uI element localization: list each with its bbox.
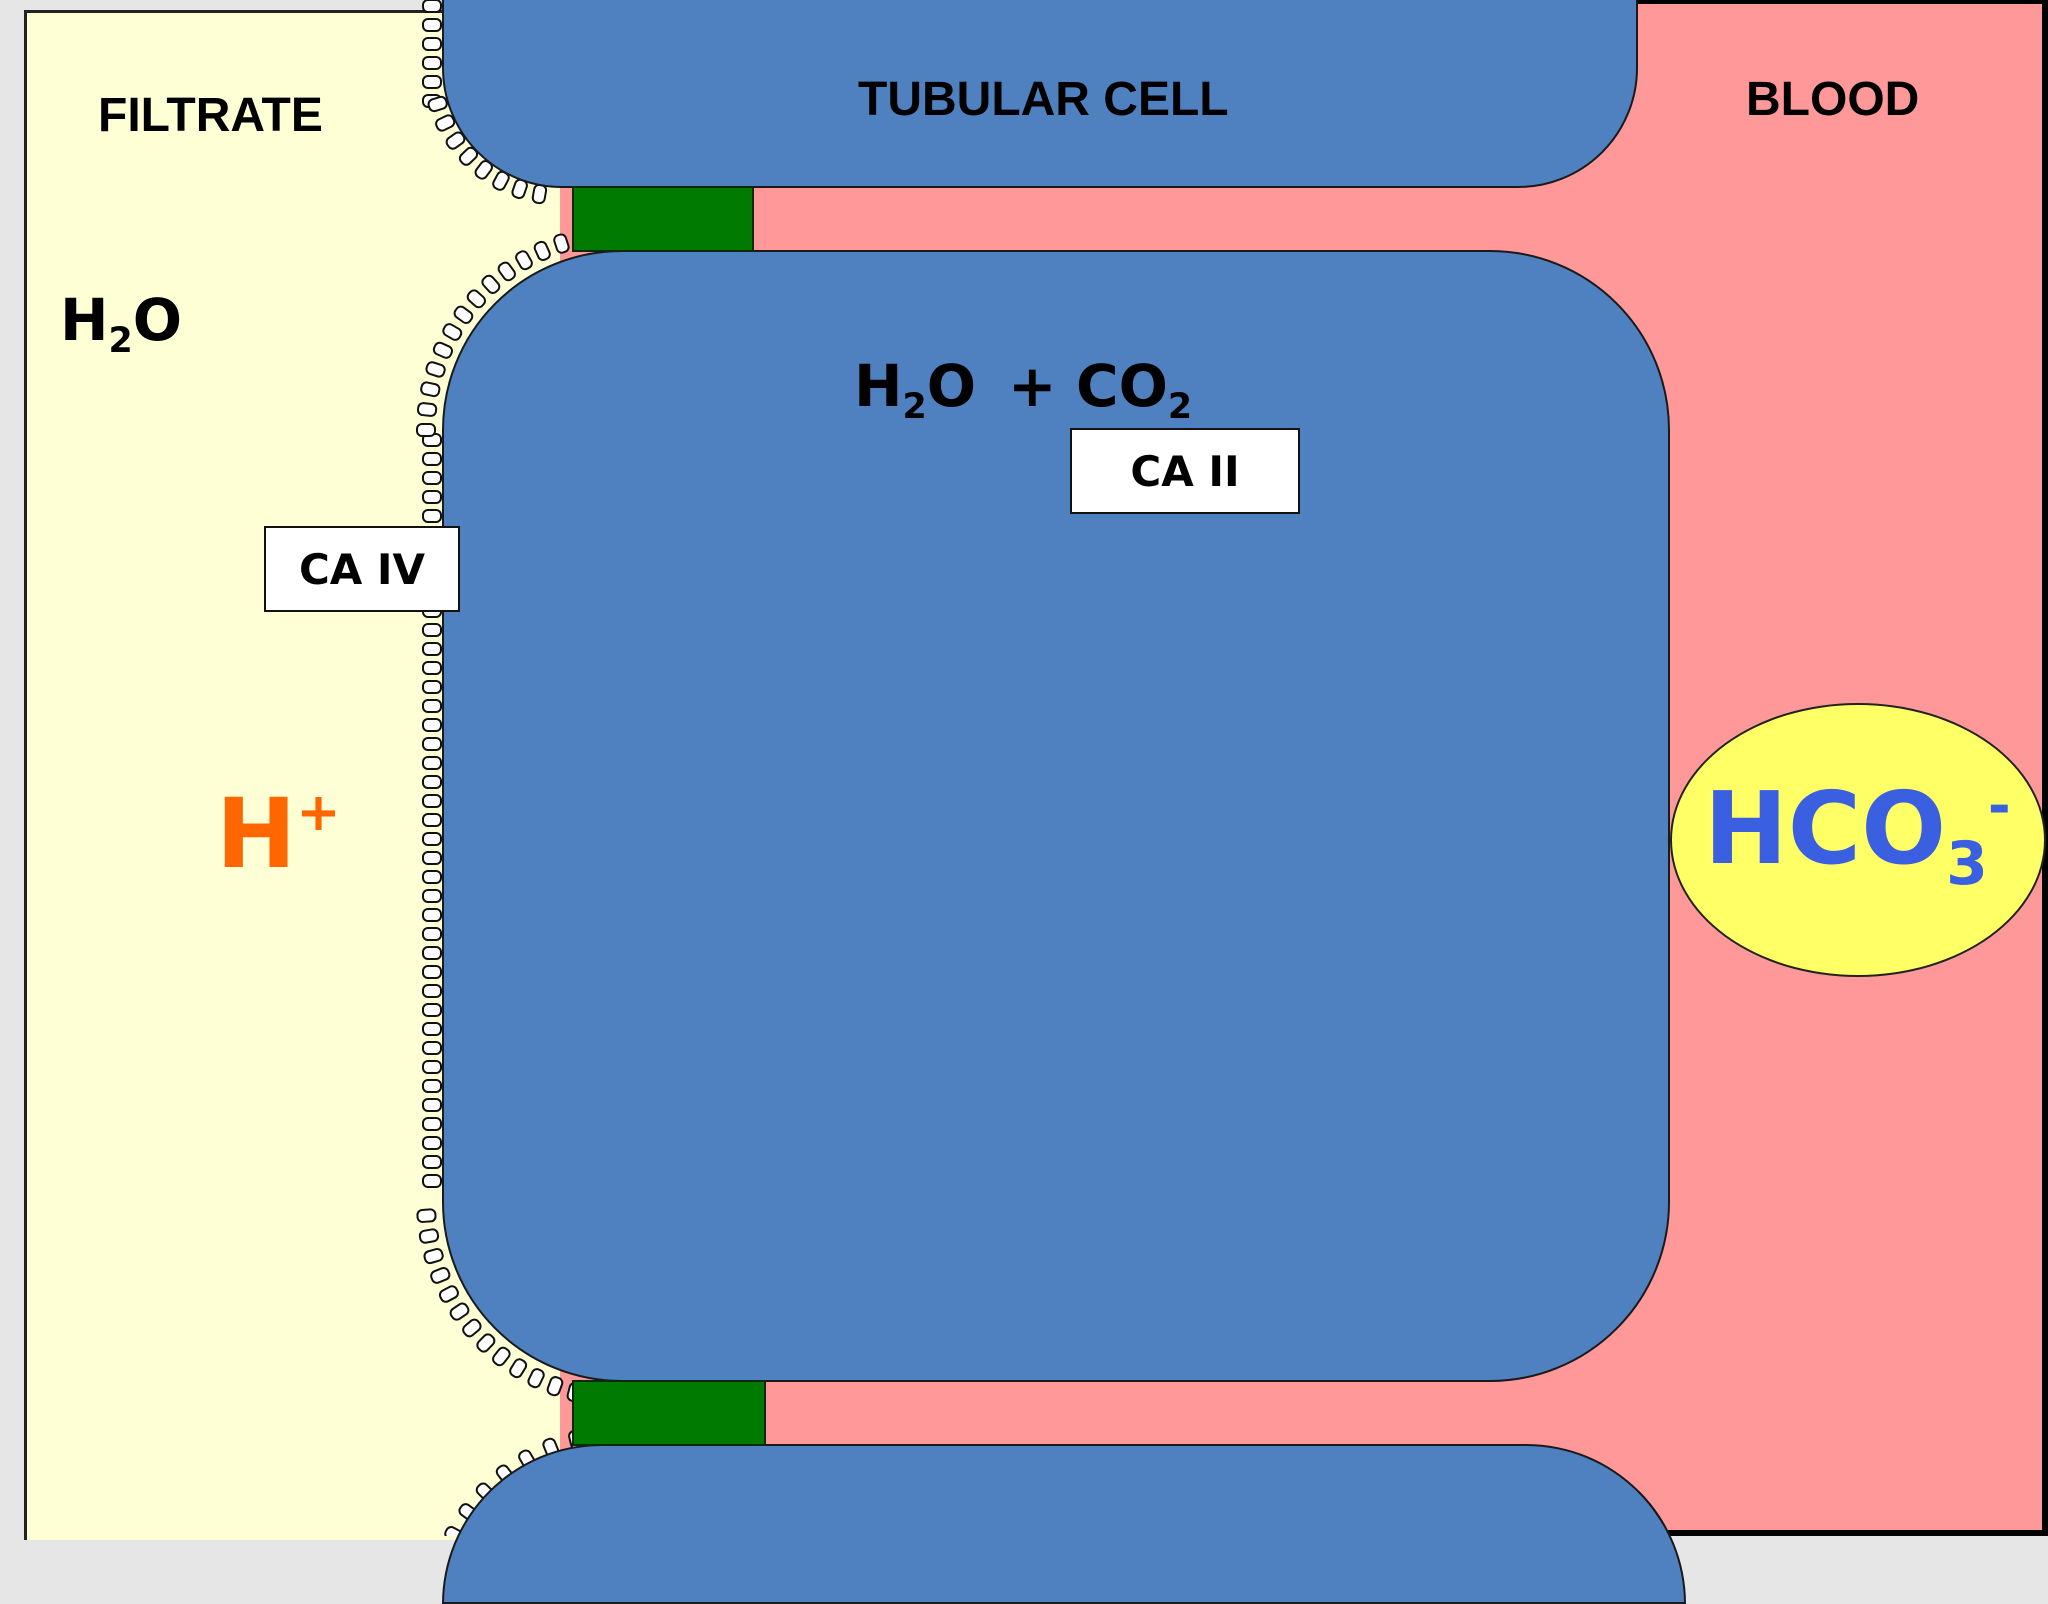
microvillus <box>422 737 442 751</box>
microvillus <box>422 623 442 637</box>
microvillus <box>423 1247 444 1265</box>
microvillus <box>416 423 436 437</box>
tight-junction-bottom <box>572 1380 766 1446</box>
reaction-plus: + <box>1008 352 1057 420</box>
microvillus <box>416 402 438 417</box>
microvillus <box>422 889 442 903</box>
microvillus <box>422 1022 442 1036</box>
bicarbonate-formula: HCO3- <box>1704 770 2011 899</box>
filtrate-water-formula: H2O <box>60 286 183 362</box>
microvillus <box>466 289 486 309</box>
microvillus <box>476 1333 496 1353</box>
microvillus <box>422 927 442 941</box>
microvillus <box>422 1079 442 1093</box>
microvillus <box>425 361 446 378</box>
microvillus <box>422 775 442 789</box>
microvillus <box>422 1117 442 1131</box>
microvillus <box>422 794 442 808</box>
microvillus <box>497 261 516 282</box>
microvillus <box>430 1266 451 1284</box>
bicarbonate-oval <box>1670 703 2046 977</box>
microvillus <box>422 490 442 504</box>
microvillus <box>422 75 442 89</box>
microvillus <box>422 37 442 51</box>
tight-junction-top <box>572 186 754 252</box>
microvillus <box>481 274 501 294</box>
microvillus <box>422 1155 442 1169</box>
microvillus <box>422 452 442 466</box>
microvillus <box>420 381 441 398</box>
cell-co2-formula: CO2 <box>1076 352 1193 428</box>
microvillus <box>422 832 442 846</box>
microvillus <box>422 1060 442 1074</box>
filtrate-label: FILTRATE <box>98 89 323 142</box>
carbonic-anhydrase-iv-label: CA IV <box>264 526 460 612</box>
microvillus <box>422 946 442 960</box>
microvillus <box>422 642 442 656</box>
microvillus <box>546 1376 564 1397</box>
microvillus <box>462 1318 482 1338</box>
microvillus <box>422 0 442 13</box>
microvillus <box>553 233 570 254</box>
microvillus <box>422 471 442 485</box>
tubular-cell-bottom <box>442 1444 1686 1604</box>
microvillus <box>449 1302 470 1321</box>
microvillus <box>422 813 442 827</box>
microvillus <box>422 718 442 732</box>
microvillus <box>492 1346 511 1367</box>
tubular-cell-label: TUBULAR CELL <box>858 73 1229 126</box>
cell-water-formula: H2O <box>854 352 977 428</box>
microvillus <box>422 1003 442 1017</box>
microvillus <box>422 509 442 523</box>
microvillus <box>509 1358 528 1379</box>
microvillus <box>422 1041 442 1055</box>
microvillus <box>422 870 442 884</box>
microvillus <box>422 18 442 32</box>
microvillus <box>422 56 442 70</box>
microvillus <box>418 1228 440 1244</box>
microvillus <box>527 1368 545 1389</box>
microvillus <box>432 341 454 359</box>
microvillus <box>422 699 442 713</box>
microvillus <box>442 323 463 341</box>
microvillus <box>533 240 551 262</box>
microvillus <box>422 984 442 998</box>
microvillus <box>422 756 442 770</box>
microvillus <box>515 250 533 271</box>
microvillus <box>422 1098 442 1112</box>
microvillus <box>422 965 442 979</box>
filtrate-proton-formula: H+ <box>216 778 341 890</box>
blood-label: BLOOD <box>1746 73 1920 126</box>
tubular-cell-main <box>442 250 1670 1382</box>
microvillus <box>438 1285 459 1303</box>
microvillus <box>422 1174 442 1188</box>
microvillus <box>422 680 442 694</box>
microvillus <box>422 661 442 675</box>
microvillus <box>416 1208 437 1223</box>
microvillus <box>422 1136 442 1150</box>
microvillus <box>531 183 548 205</box>
microvillus <box>422 908 442 922</box>
microvillus <box>422 851 442 865</box>
carbonic-anhydrase-ii-label: CA II <box>1070 428 1300 514</box>
microvillus <box>453 305 474 324</box>
